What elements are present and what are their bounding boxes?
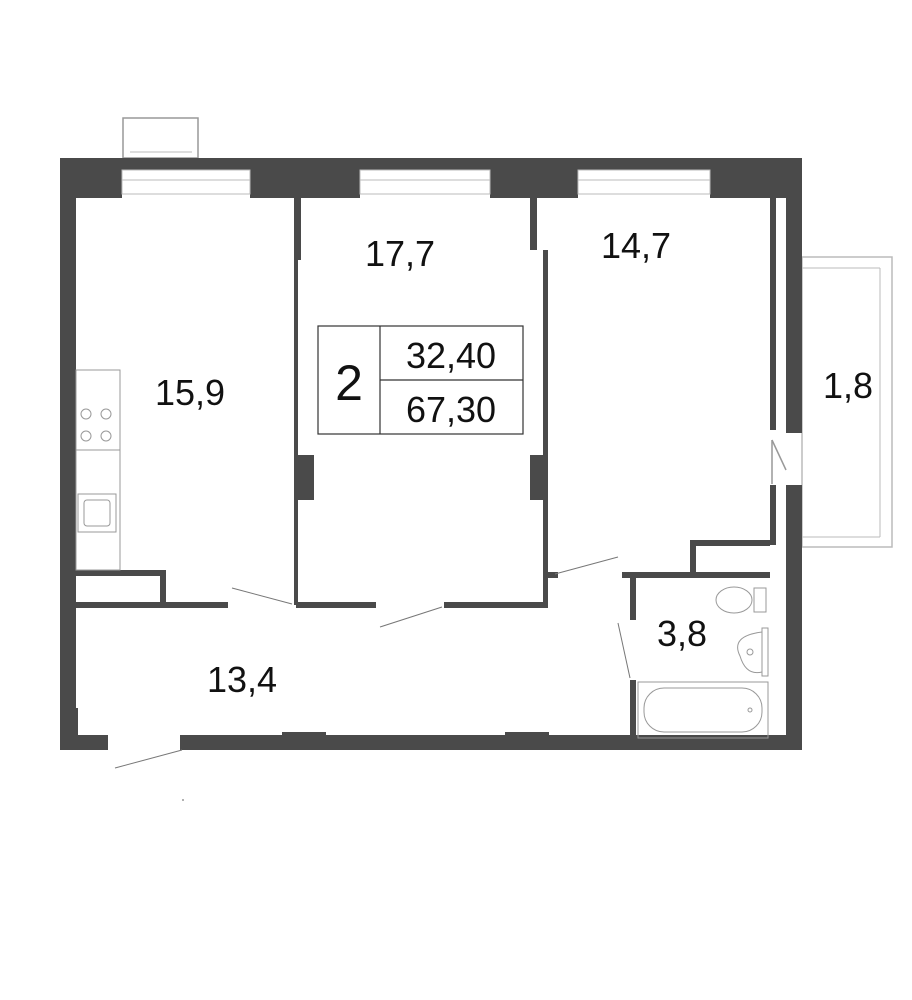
room-area-balcony: 1,8 xyxy=(823,365,873,406)
door-swings xyxy=(114,556,631,769)
toilet-icon xyxy=(715,586,767,614)
room-area-bedroom-right: 14,7 xyxy=(601,225,671,266)
room-area-bathroom: 3,8 xyxy=(657,613,707,654)
top-window-box xyxy=(122,117,199,159)
room-area-kitchen: 15,9 xyxy=(155,372,225,413)
washbasin-icon xyxy=(737,627,769,677)
room-count: 2 xyxy=(335,355,363,411)
walls xyxy=(60,158,802,750)
living-area: 32,40 xyxy=(406,335,496,376)
sink-icon xyxy=(77,493,117,533)
room-area-bedroom-middle: 17,7 xyxy=(365,233,435,274)
stove-icon xyxy=(75,369,121,571)
balcony-door xyxy=(771,439,787,484)
summary-box: 2 32,40 67,30 xyxy=(317,325,524,435)
bathtub-icon xyxy=(637,681,769,739)
marker-dot xyxy=(182,799,184,801)
room-area-hallway: 13,4 xyxy=(207,659,277,700)
total-area: 67,30 xyxy=(406,389,496,430)
windows xyxy=(121,169,711,195)
